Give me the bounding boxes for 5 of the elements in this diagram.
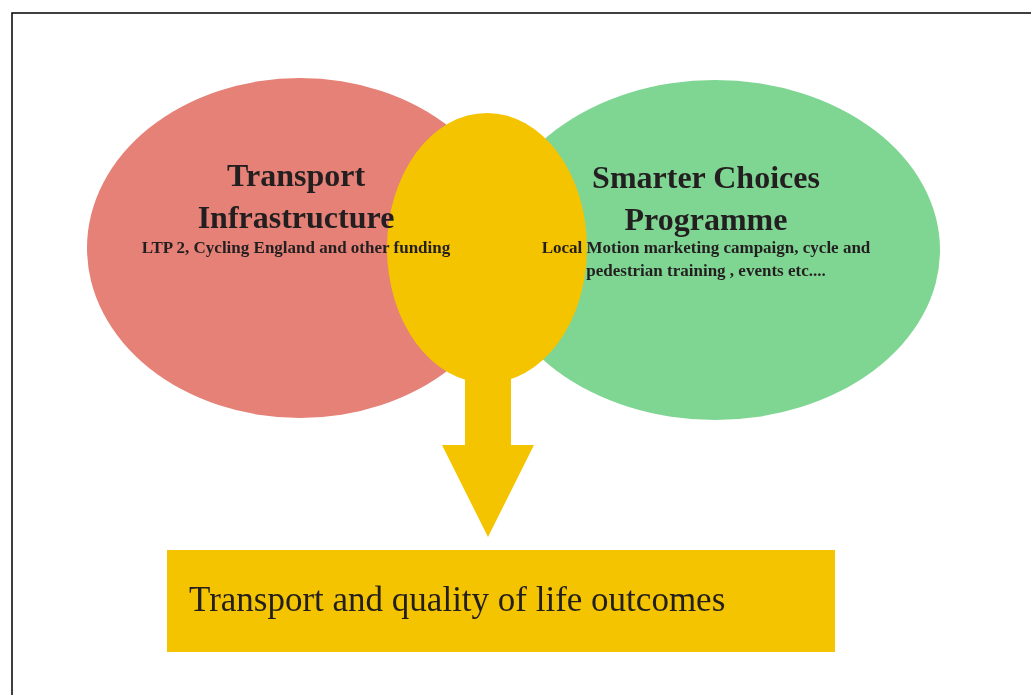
outcome-box: [167, 550, 835, 652]
ellipse-title: Smarter Choices Programme: [591, 158, 821, 239]
outcome-text: Transport and quality of life outcomes: [189, 580, 727, 620]
arrow: [442, 377, 534, 537]
ellipse-description: Local Motion marketing campaign, cycle and pedestrian training , events etc....: [540, 237, 872, 282]
